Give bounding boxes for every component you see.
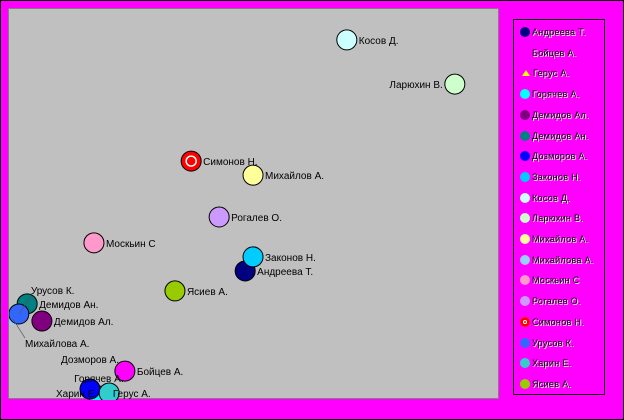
legend-label: Демидов Ал.	[532, 109, 589, 120]
point-label: Урусов К.	[31, 286, 75, 297]
legend-item[interactable]: Симонов Н.	[520, 315, 584, 329]
data-point[interactable]	[242, 164, 264, 186]
legend-swatch-icon	[520, 234, 530, 244]
legend-label: Урусов К.	[532, 337, 574, 348]
legend-item[interactable]: Москьин С	[520, 273, 579, 287]
point-label: Законов Н.	[265, 253, 316, 264]
legend: Андреева Т. Бойцев А. Герус А. Горячев А. Де…	[513, 19, 605, 395]
ring-icon	[185, 155, 197, 167]
point-label: Михайлова А.	[25, 339, 89, 350]
legend-label: Дозморов А.	[532, 151, 588, 162]
point-label: Дозморов А.	[61, 355, 119, 366]
data-point[interactable]	[83, 232, 105, 254]
legend-swatch-icon	[520, 296, 530, 307]
point-label: Косов Д.	[359, 36, 399, 47]
legend-item[interactable]: Ларюхин В.	[520, 211, 583, 225]
legend-swatch-icon	[520, 316, 530, 327]
legend-swatch-icon	[520, 109, 530, 120]
data-point[interactable]	[242, 246, 264, 268]
point-label: Герус А.	[113, 389, 151, 400]
legend-label: Горячев А.	[532, 89, 580, 100]
legend-item[interactable]: Демидов Ал.	[520, 108, 589, 122]
leader-lines-layer	[12, 295, 32, 339]
data-point[interactable]	[98, 382, 120, 400]
legend-swatch-icon	[520, 151, 530, 162]
legend-label: Герус А.	[533, 68, 570, 79]
legend-swatch-icon	[520, 27, 530, 37]
legend-item[interactable]: Урусов К.	[520, 336, 574, 350]
legend-label: Ларюхин В.	[532, 213, 584, 224]
legend-label: Харин Е.	[532, 358, 572, 369]
legend-item[interactable]: Демидов Ан.	[520, 129, 589, 143]
legend-item[interactable]: Законов Н.	[520, 170, 581, 184]
legend-swatch-icon	[520, 254, 530, 265]
labels-layer: Андреева Т. Бойцев А. Герус А. Горячев А. Де…	[25, 36, 443, 400]
point-label: Симонов Н.	[203, 157, 257, 168]
legend-item[interactable]: Михайлов А.	[520, 232, 588, 246]
legend-label: Москьин С	[532, 275, 580, 286]
legend-item[interactable]: Герус А.	[520, 66, 569, 80]
point-label: Горячев А.	[74, 374, 123, 385]
legend-swatch-icon	[520, 47, 530, 58]
legend-item[interactable]: Михайлова А.	[520, 253, 594, 267]
legend-label: Законов Н.	[532, 171, 581, 182]
point-label: Москьин С	[106, 239, 156, 250]
legend-swatch-icon	[522, 70, 530, 77]
legend-label: Андреева Т.	[532, 27, 586, 37]
plot-area: Андреева Т. Бойцев А. Герус А. Горячев А. Де…	[8, 8, 499, 400]
data-point[interactable]	[444, 73, 466, 95]
point-label: Харин Е.	[56, 389, 97, 400]
legend-swatch-icon	[520, 192, 530, 203]
legend-label: Рогалев О.	[532, 296, 581, 307]
legend-label: Бойцев А.	[532, 47, 577, 58]
legend-item[interactable]: Бойцев А.	[520, 46, 576, 60]
legend-label: Демидов Ан.	[532, 130, 589, 141]
data-point[interactable]	[114, 360, 136, 382]
point-label: Демидов Ал.	[54, 317, 114, 328]
point-label: Андреева Т.	[257, 267, 313, 278]
point-label: Ларюхин В.	[389, 80, 442, 91]
legend-label: Симонов Н.	[532, 316, 584, 327]
legend-item[interactable]: Горячев А.	[520, 87, 580, 101]
legend-swatch-icon	[520, 337, 530, 348]
point-label: Демидов Ан.	[39, 300, 98, 311]
point-label: Михайлов А.	[265, 171, 324, 182]
legend-swatch-icon	[520, 275, 530, 286]
legend-item[interactable]: Андреева Т.	[520, 25, 586, 39]
legend-swatch-icon	[520, 89, 530, 100]
data-point[interactable]	[31, 310, 53, 332]
point-label: Ясиев А.	[187, 287, 228, 298]
legend-label: Ясиев А.	[532, 378, 572, 389]
legend-label: Михайлова А.	[532, 254, 594, 265]
markers-layer	[9, 29, 466, 400]
legend-item[interactable]: Рогалев О.	[520, 294, 581, 308]
legend-item[interactable]: Косов Д.	[520, 191, 570, 205]
legend-swatch-icon	[520, 213, 530, 224]
point-label: Бойцев А.	[137, 367, 183, 378]
legend-label: Косов Д.	[532, 192, 571, 203]
legend-label: Михайлов А.	[532, 234, 589, 244]
data-point[interactable]	[180, 150, 202, 172]
legend-item[interactable]: Харин Е.	[520, 356, 571, 370]
leader-line	[18, 295, 32, 315]
data-point[interactable]	[208, 206, 230, 228]
legend-swatch-icon	[520, 358, 530, 369]
point-label: Рогалев О.	[231, 213, 282, 224]
data-point[interactable]	[336, 29, 358, 51]
legend-item[interactable]: Дозморов А.	[520, 149, 588, 163]
legend-swatch-icon	[520, 171, 530, 182]
legend-swatch-icon	[520, 130, 530, 141]
legend-swatch-icon	[520, 378, 530, 389]
scatter-svg: Андреева Т. Бойцев А. Герус А. Горячев А. Де…	[9, 29, 466, 400]
data-point[interactable]	[164, 280, 186, 302]
leader-line	[12, 318, 26, 339]
legend-item[interactable]: Ясиев А.	[520, 377, 571, 391]
